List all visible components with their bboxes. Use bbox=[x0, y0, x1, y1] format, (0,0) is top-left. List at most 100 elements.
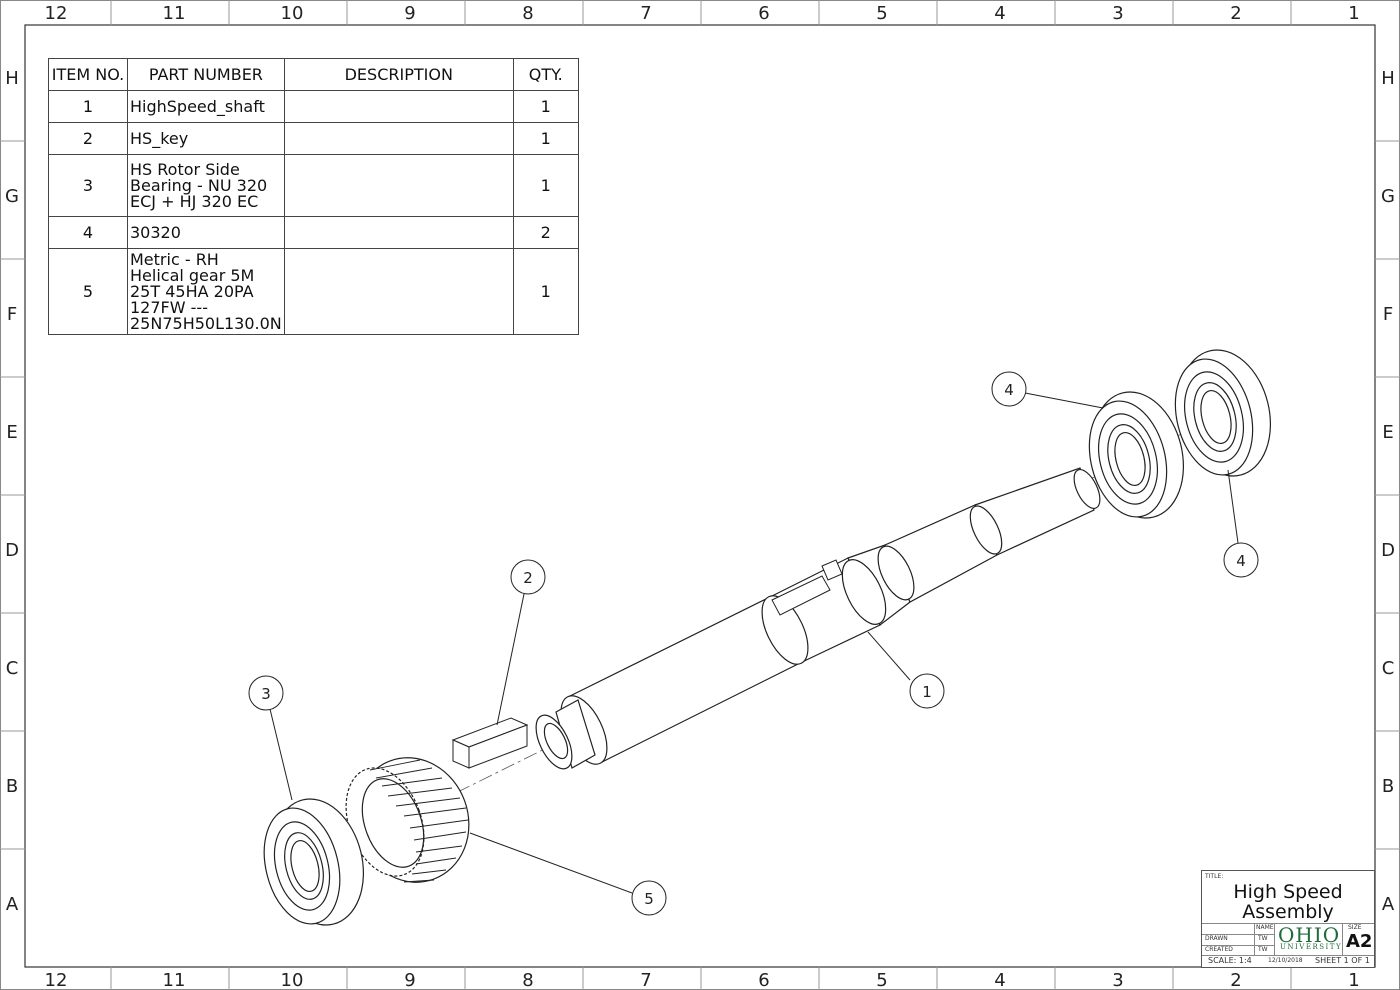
bom-item-no: 1 bbox=[48, 90, 128, 123]
size-label: SIZE bbox=[1348, 924, 1362, 931]
bill-of-materials: ITEM NO. PART NUMBER DESCRIPTION QTY. 1 … bbox=[48, 58, 579, 335]
balloon-1: 1 bbox=[867, 631, 945, 709]
bom-part-line: 25T 45HA 20PA bbox=[130, 281, 254, 301]
balloon-4a: 4 bbox=[991, 371, 1104, 409]
zone-column-label: 1 bbox=[1348, 3, 1359, 24]
balloon-2: 2 bbox=[496, 559, 546, 726]
balloon-5: 5 bbox=[469, 832, 667, 916]
title-label: TITLE: bbox=[1205, 873, 1224, 880]
rotor-side-bearing bbox=[263, 798, 365, 926]
zone-row-label: A bbox=[6, 894, 19, 915]
zone-column-label: 10 bbox=[281, 3, 304, 24]
balloon-callouts: 1 2 3 4 4 5 bbox=[248, 371, 1259, 916]
bom-description bbox=[283, 154, 514, 217]
ohio-university-logo: OHIO bbox=[1278, 923, 1341, 947]
bom-part-line: 127FW --- bbox=[130, 297, 208, 317]
bom-header-item: ITEM NO. bbox=[48, 58, 128, 91]
high-speed-shaft bbox=[535, 467, 1101, 770]
created-label: CREATED bbox=[1205, 946, 1233, 953]
sheet-size: A2 bbox=[1346, 931, 1373, 952]
ohio-university-logo-sub: UNIVERSITY bbox=[1280, 943, 1343, 951]
zone-column-label: 8 bbox=[522, 3, 533, 24]
helical-gear bbox=[345, 757, 470, 883]
drawing-title-line-1: High Speed bbox=[1233, 881, 1343, 903]
drawing-title-line-2: Assembly bbox=[1242, 901, 1334, 923]
bom-part-line: Helical gear 5M bbox=[130, 265, 255, 285]
zone-column-label: 11 bbox=[163, 970, 186, 990]
zone-column-label: 5 bbox=[876, 3, 887, 24]
drawn-label: DRAWN bbox=[1205, 935, 1228, 942]
bom-part-line: HS_key bbox=[130, 128, 189, 148]
zone-column-label: 1 bbox=[1348, 970, 1359, 990]
bom-item-no: 5 bbox=[48, 248, 128, 335]
zone-column-label: 4 bbox=[994, 3, 1005, 24]
zone-column-label: 12 bbox=[45, 970, 68, 990]
bom-header-description: DESCRIPTION bbox=[283, 58, 514, 91]
balloon-4a-label: 4 bbox=[1004, 381, 1014, 399]
balloon-4b-label: 4 bbox=[1236, 552, 1246, 570]
bom-header-part: PART NUMBER bbox=[127, 58, 285, 91]
zone-row-label: H bbox=[1381, 68, 1395, 89]
zone-column-label: 9 bbox=[404, 3, 415, 24]
bom-row: 4 30320 2 bbox=[48, 216, 579, 249]
bom-qty: 1 bbox=[512, 154, 579, 217]
bom-row: 2 HS_key 1 bbox=[48, 122, 579, 155]
bom-item-no: 2 bbox=[48, 122, 128, 155]
zone-row-label: D bbox=[1381, 540, 1395, 561]
drawn-by: TW bbox=[1258, 935, 1268, 942]
bom-part-number: HighSpeed_shaft bbox=[127, 90, 285, 123]
zone-row-label: B bbox=[1382, 776, 1394, 797]
bom-part-line: HS Rotor Side bbox=[130, 159, 240, 179]
zone-column-label: 6 bbox=[758, 3, 769, 24]
title-block: TITLE: High Speed Assembly NAME DRAWN TW… bbox=[1201, 870, 1375, 968]
zone-column-label: 5 bbox=[876, 970, 887, 990]
zone-column-label: 9 bbox=[404, 970, 415, 990]
bom-qty: 1 bbox=[512, 248, 579, 335]
bearing-30320-near bbox=[1088, 391, 1185, 519]
bom-row: 1 HighSpeed_shaft 1 bbox=[48, 90, 579, 123]
bom-description bbox=[283, 248, 514, 335]
zone-row-label: C bbox=[6, 658, 19, 679]
bom-item-no: 4 bbox=[48, 216, 128, 249]
sheet-number: SHEET 1 OF 1 bbox=[1315, 956, 1370, 965]
zone-column-label: 4 bbox=[994, 970, 1005, 990]
zone-column-label: 2 bbox=[1230, 3, 1241, 24]
zone-row-label: B bbox=[6, 776, 18, 797]
bom-part-line: HighSpeed_shaft bbox=[130, 96, 265, 116]
bom-qty: 2 bbox=[512, 216, 579, 249]
zone-row-label: C bbox=[1382, 658, 1395, 679]
bom-part-line: Metric - RH bbox=[130, 249, 219, 269]
bearing-30320-far bbox=[1174, 349, 1272, 477]
bom-part-number: HS_key bbox=[127, 122, 285, 155]
inner-border bbox=[24, 24, 1376, 968]
bom-qty: 1 bbox=[512, 90, 579, 123]
created-by: TW bbox=[1258, 946, 1268, 953]
zone-row-label: F bbox=[7, 304, 17, 325]
zone-column-label: 8 bbox=[522, 970, 533, 990]
scale-text: SCALE: 1:4 bbox=[1208, 956, 1252, 965]
bom-row: 5 Metric - RH Helical gear 5M 25T 45HA 2… bbox=[48, 248, 579, 335]
date-text: 12/10/2018 bbox=[1268, 957, 1303, 964]
hs-key bbox=[451, 717, 529, 769]
zone-row-label: H bbox=[5, 68, 19, 89]
bom-item-no: 3 bbox=[48, 154, 128, 217]
bom-header-row: ITEM NO. PART NUMBER DESCRIPTION QTY. bbox=[48, 58, 579, 91]
bom-qty: 1 bbox=[512, 122, 579, 155]
bom-part-line: 25N75H50L130.0N bbox=[130, 313, 282, 333]
zone-column-label: 7 bbox=[640, 3, 651, 24]
zone-column-label: 11 bbox=[163, 3, 186, 24]
bom-header-qty: QTY. bbox=[512, 58, 579, 91]
balloon-4b: 4 bbox=[1223, 469, 1259, 578]
assembly-drawing bbox=[263, 349, 1272, 926]
bom-part-number: Metric - RH Helical gear 5M 25T 45HA 20P… bbox=[127, 248, 285, 335]
balloon-5-label: 5 bbox=[644, 890, 654, 908]
bom-part-line: 30320 bbox=[130, 222, 181, 242]
bom-description bbox=[283, 122, 514, 155]
zone-row-label: G bbox=[1381, 186, 1395, 207]
zone-column-label: 12 bbox=[45, 3, 68, 24]
balloon-3-label: 3 bbox=[261, 685, 271, 703]
zone-column-label: 2 bbox=[1230, 970, 1241, 990]
